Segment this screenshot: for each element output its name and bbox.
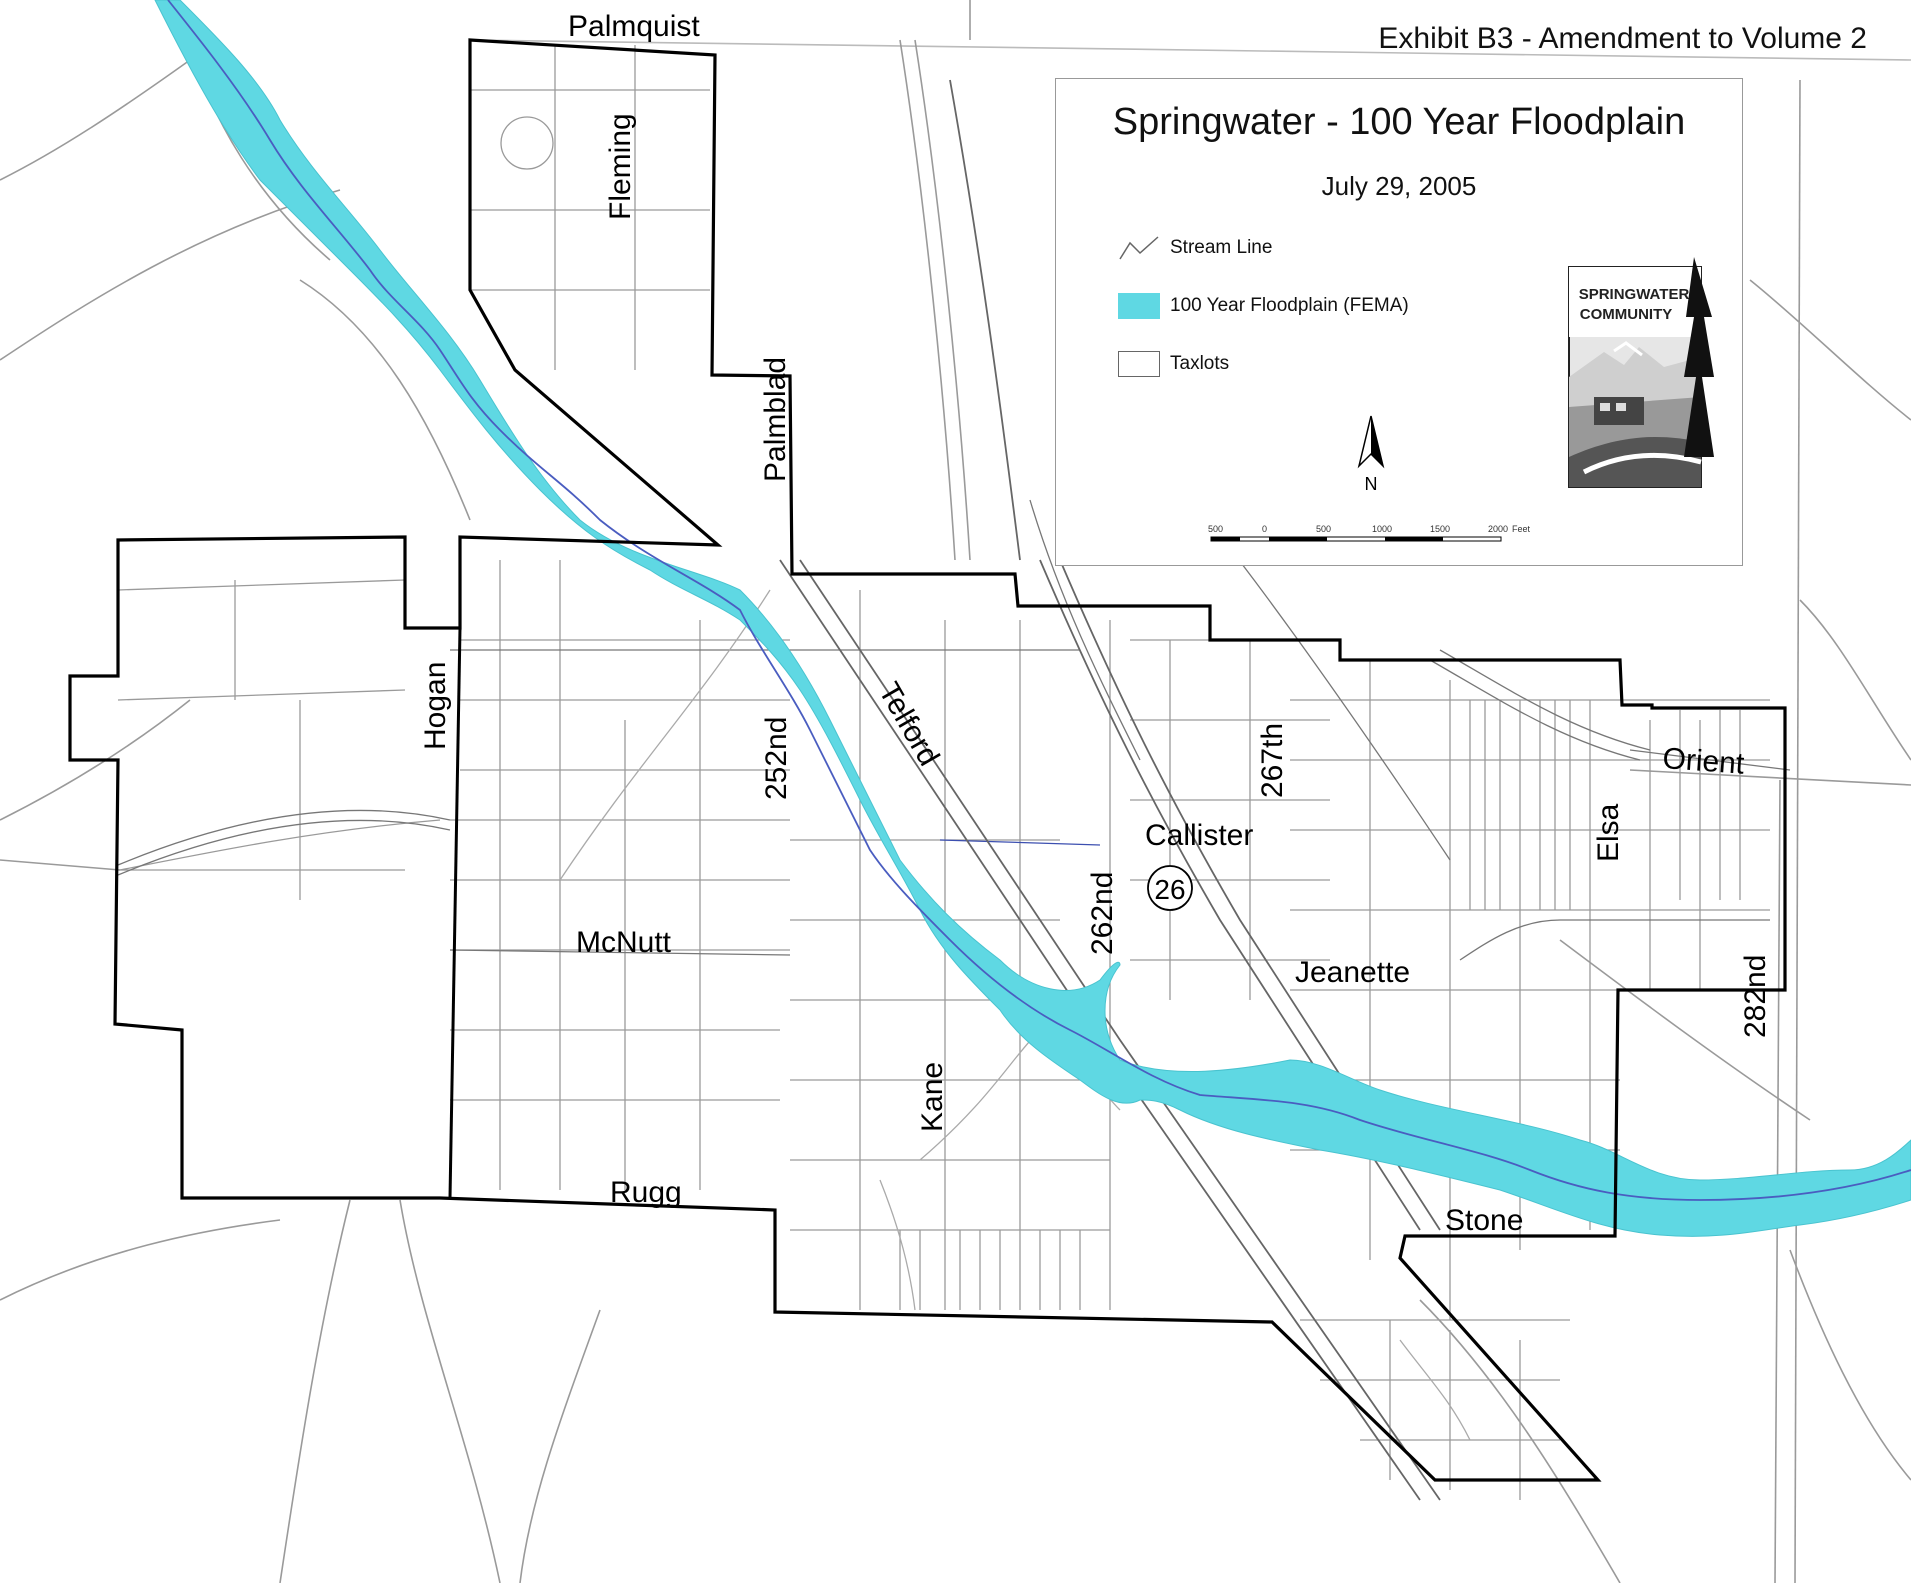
north-arrow-icon: N xyxy=(1357,415,1385,494)
planning-boundary xyxy=(68,38,1787,1482)
street-label-rugg: Rugg xyxy=(610,1176,682,1209)
scale-tick: 1000 xyxy=(1372,524,1392,534)
street-label-elsa: Elsa xyxy=(1592,803,1625,862)
street-label-kane: Kane xyxy=(916,1062,949,1132)
scale-tick: 500 xyxy=(1208,524,1223,534)
stream-line xyxy=(167,0,1911,1201)
legend-item-stream: Stream Line xyxy=(1118,231,1272,265)
street-label-262nd: 262nd xyxy=(1086,872,1119,955)
street-label-palmquist: Palmquist xyxy=(568,10,700,43)
legend-label-taxlots: Taxlots xyxy=(1170,353,1230,374)
street-label-stone: Stone xyxy=(1445,1204,1523,1237)
north-label: N xyxy=(1365,474,1378,494)
scale-unit: Feet xyxy=(1512,524,1531,534)
scale-tick: 1500 xyxy=(1430,524,1450,534)
legend-item-floodplain: 100 Year Floodplain (FEMA) xyxy=(1118,289,1409,323)
street-label-282nd: 282nd xyxy=(1739,955,1772,1038)
stream-line-icon xyxy=(1119,236,1159,260)
scale-tick: 2000 xyxy=(1488,524,1508,534)
springwater-community-logo: SPRINGWATER COMMUNITY xyxy=(1568,257,1714,488)
street-label-hogan: Hogan xyxy=(419,662,452,750)
street-label-fleming: Fleming xyxy=(604,113,637,220)
floodplain-area xyxy=(154,0,1911,1237)
route-26-label: 26 xyxy=(1154,874,1185,905)
taxlot-swatch xyxy=(1118,351,1160,377)
scale-tick: 500 xyxy=(1316,524,1331,534)
logo-line-2: COMMUNITY xyxy=(1580,306,1673,323)
scale-tick: 0 xyxy=(1262,524,1267,534)
map-date: July 29, 2005 xyxy=(1321,171,1477,201)
scale-bar: 500 0 500 1000 1500 2000 Feet xyxy=(1208,524,1531,542)
street-label-callister: Callister xyxy=(1145,819,1253,852)
legend-panel: Springwater - 100 Year Floodplain July 2… xyxy=(1055,78,1743,566)
floodplain-swatch xyxy=(1118,293,1160,319)
street-label-252nd: 252nd xyxy=(760,717,793,800)
street-label-mcnutt: McNutt xyxy=(576,926,672,959)
street-label-palmblad: Palmblad xyxy=(759,357,792,482)
legend-label-floodplain: 100 Year Floodplain (FEMA) xyxy=(1170,295,1409,316)
street-label-orient: Orient xyxy=(1662,742,1746,781)
legend-item-taxlots: Taxlots xyxy=(1118,347,1229,381)
map-title: Springwater - 100 Year Floodplain xyxy=(1112,101,1686,143)
route-26-shield: 26 xyxy=(1147,865,1193,911)
exhibit-label: Exhibit B3 - Amendment to Volume 2 xyxy=(1378,22,1867,55)
street-label-jeanette: Jeanette xyxy=(1295,956,1410,989)
street-label-267th: 267th xyxy=(1256,723,1289,798)
taxlot-grid xyxy=(117,45,1791,1500)
legend-label-stream: Stream Line xyxy=(1170,237,1273,258)
logo-line-1: SPRINGWATER xyxy=(1579,286,1690,303)
